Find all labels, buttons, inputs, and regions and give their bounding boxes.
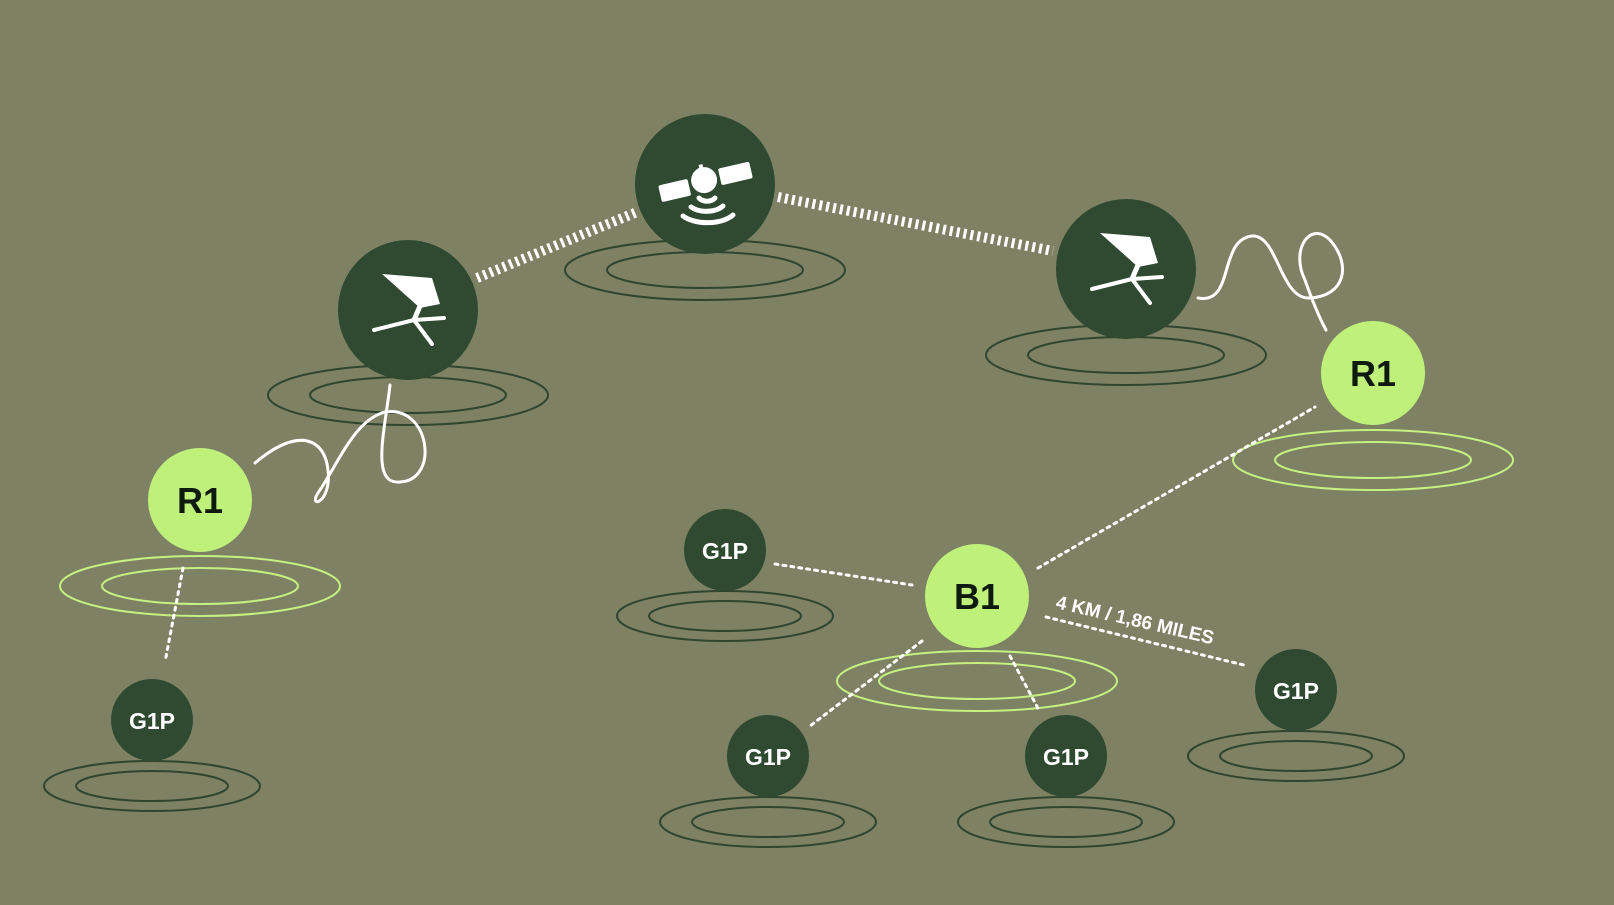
satellite-node [635, 114, 775, 254]
gateway-label: G1P [129, 708, 175, 734]
satellite-icon [658, 161, 753, 202]
ring-router-right [1232, 429, 1514, 491]
gateway-node: G1P [1025, 715, 1107, 797]
link-router-left-to-gateway [163, 566, 185, 664]
link-booster-to-gateway-5 [1044, 615, 1250, 668]
satellite-link-right [777, 192, 1054, 256]
link-booster-to-gateway-4 [1008, 654, 1042, 714]
gateway-node: G1P [684, 509, 766, 591]
wireless-links [163, 405, 1317, 728]
signal-waves [680, 195, 736, 226]
gateway-node: G1P [111, 679, 193, 761]
dish-left-node [338, 240, 478, 380]
gateway-node: G1P [727, 715, 809, 797]
gateway-label: G1P [1043, 744, 1089, 770]
gateway-node: G1P [1255, 649, 1337, 731]
router-right-node: R1 [1321, 321, 1425, 425]
dish-right-node [1056, 199, 1196, 339]
cables [253, 232, 1345, 504]
link-booster-to-gateway-3 [808, 639, 924, 728]
gateway-label: G1P [702, 538, 748, 564]
router-left-label: R1 [177, 480, 223, 521]
router-right-label: R1 [1350, 353, 1396, 394]
dish-icon [372, 274, 446, 346]
ring-booster [836, 650, 1118, 712]
gateway-label: G1P [1273, 678, 1319, 704]
booster-label: B1 [954, 576, 1000, 617]
booster-node: B1 [925, 544, 1029, 648]
router-left-node: R1 [148, 448, 252, 552]
cable-right [1196, 232, 1345, 332]
link-booster-to-router-right [1036, 405, 1317, 570]
gateway-label: G1P [745, 744, 791, 770]
dish-icon [1090, 233, 1164, 305]
cable-left [253, 383, 427, 504]
satellite-link-left [475, 207, 639, 283]
ring-router-left [59, 555, 341, 617]
satellite-links [475, 192, 1054, 283]
link-booster-to-gateway-1 [773, 562, 914, 587]
